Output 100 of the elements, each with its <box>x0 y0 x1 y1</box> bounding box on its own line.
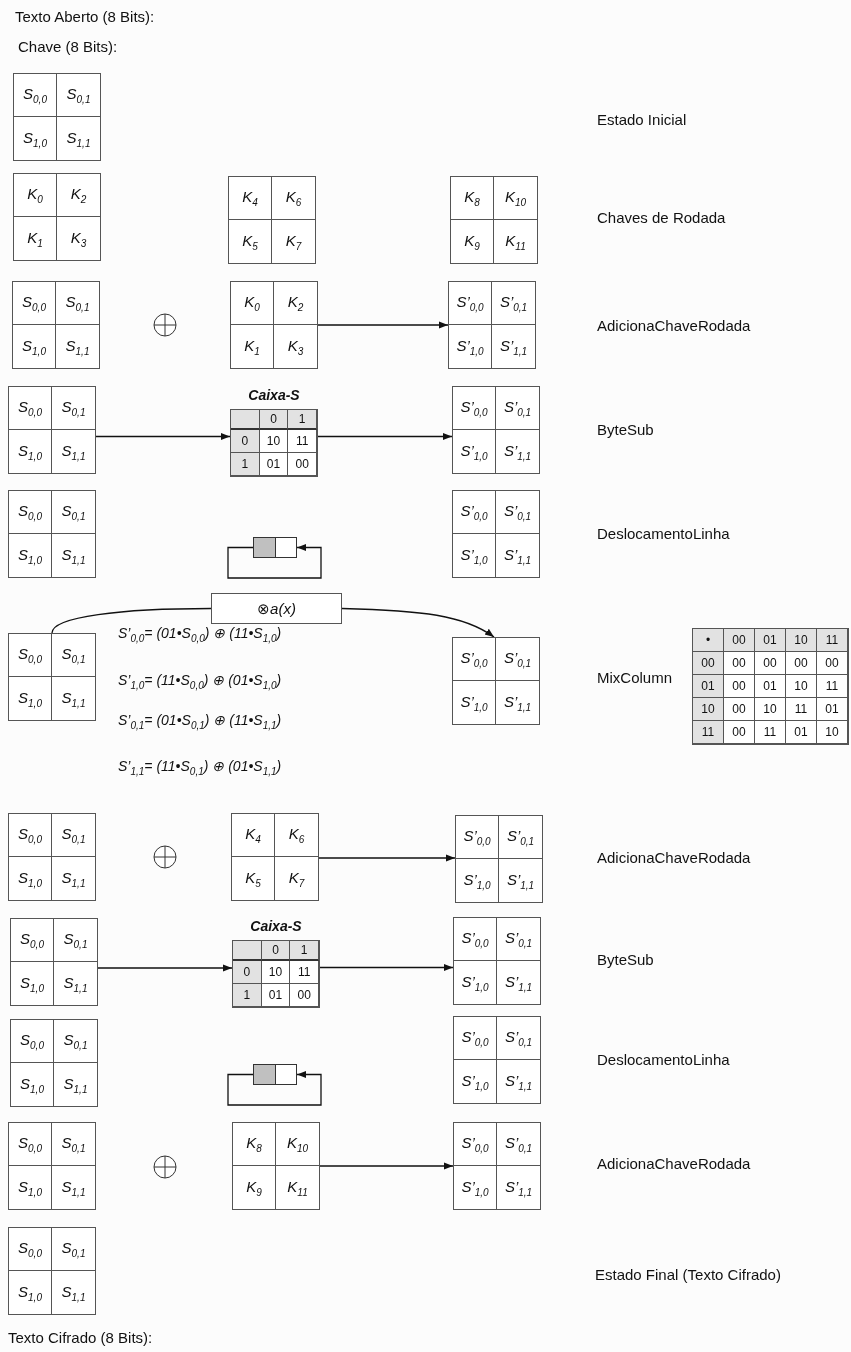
matrix-entry: K$_{2}$ <box>287 293 304 313</box>
table-value: 01 <box>268 988 283 1002</box>
matrix-entry: K$_{3}$ <box>287 336 304 357</box>
table-value: 00 <box>701 656 715 670</box>
key-matrix <box>232 1122 320 1210</box>
matrix-entry: S$_{0,1}$ <box>61 1239 86 1259</box>
matrix-entry: S’$_{1,1}$ <box>504 972 533 993</box>
table-value: 11 <box>701 725 715 739</box>
matrix-entry: S’$_{0,0}$ <box>461 929 489 949</box>
arrow <box>317 321 449 329</box>
matrix-entry: S$_{1,1}$ <box>66 128 91 149</box>
table-value: 10 <box>794 633 808 647</box>
matrix-entry: S’$_{1,0}$ <box>461 1177 489 1198</box>
step-label: Estado Final (Texto Cifrado) <box>595 1266 781 1283</box>
matrix-entry: S$_{1,1}$ <box>61 868 86 889</box>
matrix-entry: S’$_{1,1}$ <box>504 1071 533 1092</box>
key-matrix <box>13 173 101 261</box>
shift-register <box>253 1064 297 1085</box>
matrix-entry: S’$_{1,0}$ <box>460 441 488 462</box>
matrix-entry: S’$_{0,0}$ <box>461 1028 489 1048</box>
equation: S’$_{0,1}$= (01•S$_{0,1}$) ⊕ (11•S$_{1,1}$) <box>118 712 282 731</box>
equation: S’$_{1,0}$= (11•S$_{0,0}$) ⊕ (01•S$_{1,0}$) <box>118 672 282 691</box>
matrix-entry: S$_{1,1}$ <box>61 1177 86 1198</box>
table-value: 1 <box>300 943 308 957</box>
matrix-entry: S$_{0,0}$ <box>18 1239 42 1259</box>
table-value: 01 <box>763 679 777 693</box>
table-value: 0 <box>241 434 249 448</box>
matrix-entry: S’$_{0,1}$ <box>503 502 532 522</box>
table-value: 10 <box>825 725 839 739</box>
table-value: 00 <box>732 679 746 693</box>
matrix-entry: S$_{0,0}$ <box>18 1134 42 1154</box>
table-value: 11 <box>825 679 839 693</box>
matrix-entry: S$_{0,1}$ <box>65 293 90 313</box>
matrix-entry: K$_{5}$ <box>245 868 261 889</box>
matrix-entry: S$_{1,0}$ <box>18 545 42 566</box>
table-title: Caixa-S <box>249 918 303 934</box>
matrix-entry: S’$_{0,0}$ <box>461 1134 489 1154</box>
matrix-entry: S’$_{0,0}$ <box>460 502 488 522</box>
matrix-entry: S’$_{0,0}$ <box>460 398 488 418</box>
state-matrix <box>455 815 543 903</box>
state-matrix <box>8 813 96 901</box>
state-matrix <box>452 490 540 578</box>
heading: Texto Aberto (8 Bits): <box>15 8 155 25</box>
matrix-entry: K$_{10}$ <box>286 1134 309 1154</box>
table-value: 11 <box>295 434 309 448</box>
matrix-entry: S’$_{1,0}$ <box>461 972 489 993</box>
table-value: 00 <box>297 988 311 1002</box>
matrix-entry: S$_{1,1}$ <box>61 545 86 566</box>
matrix-entry: S$_{0,0}$ <box>18 398 42 418</box>
matrix-entry: S$_{0,1}$ <box>63 930 88 950</box>
table-value: • <box>705 633 711 647</box>
table-value: 10 <box>763 702 777 716</box>
matrix-entry: K$_{1}$ <box>244 336 260 357</box>
matrix-entry: S’$_{0,0}$ <box>456 293 484 313</box>
step-label: Estado Inicial <box>597 111 687 128</box>
state-matrix <box>8 386 96 474</box>
table-value: 0 <box>243 965 251 979</box>
matrix-entry: S$_{1,1}$ <box>63 973 88 994</box>
step-label: AdicionaChaveRodada <box>597 849 751 866</box>
state-matrix <box>453 1016 541 1104</box>
matrix-entry: S$_{1,0}$ <box>18 1282 42 1303</box>
matrix-entry: K$_{8}$ <box>246 1134 262 1154</box>
matrix-entry: K$_{9}$ <box>464 231 480 252</box>
shift-register <box>253 537 297 558</box>
arrow <box>317 432 453 441</box>
matrix-entry: K$_{6}$ <box>285 188 302 208</box>
matrix-entry: S$_{1,0}$ <box>18 688 42 709</box>
table-value: 00 <box>794 656 808 670</box>
matrix-entry: K$_{7}$ <box>285 231 302 252</box>
matrix-entry: S’$_{0,1}$ <box>504 929 533 949</box>
matrix-entry: S$_{0,0}$ <box>18 645 42 665</box>
matrix-entry: K$_{9}$ <box>246 1177 262 1198</box>
table-value: 00 <box>732 702 746 716</box>
operation-box: ⊗a(x) <box>211 593 342 624</box>
matrix-entry: S$_{1,1}$ <box>61 688 86 709</box>
table-value: 1 <box>298 412 306 426</box>
matrix-entry: S$_{1,1}$ <box>61 1282 86 1303</box>
matrix-entry: S$_{0,1}$ <box>61 825 86 845</box>
matrix-entry: S$_{1,0}$ <box>23 128 47 149</box>
state-matrix <box>10 918 98 1006</box>
table-value: 11 <box>825 633 839 647</box>
matrix-entry: S’$_{0,0}$ <box>460 649 488 669</box>
arrow <box>319 1162 454 1170</box>
table-value: 10 <box>701 702 715 716</box>
matrix-entry: K$_{11}$ <box>505 231 526 252</box>
state-matrix <box>10 1019 98 1107</box>
matrix-entry: S$_{1,1}$ <box>61 441 86 462</box>
matrix-entry: S’$_{0,1}$ <box>504 1028 533 1048</box>
matrix-entry: S’$_{1,1}$ <box>503 545 532 566</box>
table-value: 00 <box>763 656 777 670</box>
table-value: 00 <box>732 725 746 739</box>
table-value: 1 <box>241 457 249 471</box>
state-matrix <box>8 490 96 578</box>
table-value: 11 <box>794 702 808 716</box>
matrix-entry: S’$_{1,0}$ <box>460 545 488 566</box>
table-value: 00 <box>732 633 746 647</box>
state-matrix <box>13 73 101 161</box>
matrix-entry: S’$_{0,1}$ <box>503 649 532 669</box>
table-value: 10 <box>266 434 281 448</box>
state-matrix <box>453 1122 541 1210</box>
